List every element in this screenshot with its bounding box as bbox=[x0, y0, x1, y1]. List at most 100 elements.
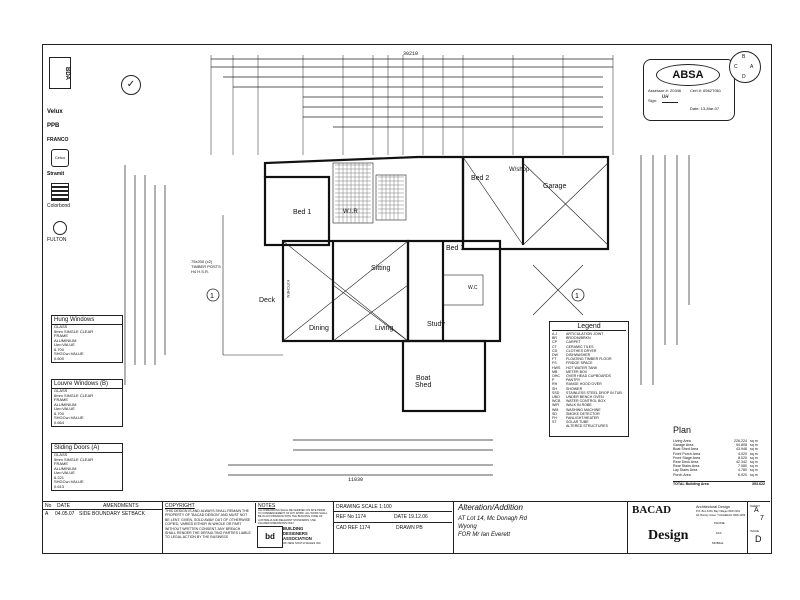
plan-row-label: Front Stage Area bbox=[673, 455, 701, 460]
sliding-doors-line: 5mm SINGLE CLEAR bbox=[54, 456, 94, 462]
legend-code: FS bbox=[552, 361, 557, 366]
legend-desc: SMOKE DETECTOR bbox=[566, 411, 600, 416]
velux-logo: Velux bbox=[47, 109, 63, 115]
legend-row: UBO UNDER BENCH OVEN bbox=[552, 395, 626, 399]
plan-row-value: 42.342 bbox=[736, 460, 747, 465]
fulton-icon bbox=[53, 221, 67, 235]
project-town: Wyong bbox=[458, 524, 477, 530]
hung-windows-table: Hung Windows GLASS 5mm SINGLE CLEAR FRAM… bbox=[51, 315, 123, 363]
legend-desc: STAINLESS STEEL DROP IN TUB bbox=[566, 390, 622, 395]
plan-row-unit: sq m bbox=[750, 451, 758, 456]
issue-label: ISSUE bbox=[750, 529, 760, 533]
sliding-doors-line: 0.613 bbox=[54, 483, 65, 489]
legend-code: BR bbox=[552, 336, 557, 341]
bca-letter-d: D bbox=[742, 74, 746, 80]
louvre-windows-line: SHGCw=VALUE bbox=[54, 415, 84, 420]
bdaa-line2: DESIGNERS bbox=[283, 531, 308, 536]
plan-row-label: Rear Deck Area bbox=[673, 460, 699, 465]
legend-code: SH bbox=[552, 386, 557, 391]
sliding-doors-line: Uw=VALUE bbox=[54, 470, 75, 475]
company-name-1: BACAD bbox=[632, 504, 672, 516]
title-block: No DATE AMENDMENTS A 04.05.07 SIDE BOUND… bbox=[43, 501, 770, 553]
project-for: FOR Mr Ian Everett bbox=[458, 532, 511, 538]
notes-text: ALL DIMENSIONS SHALL BE VERIFIED ON SITE… bbox=[258, 509, 328, 525]
plan-row-unit: sq m bbox=[750, 447, 758, 452]
overall-width-dimension: 30210 bbox=[403, 51, 419, 57]
drawing-drawn: DRAWN PB bbox=[396, 525, 423, 531]
legend-desc: WALK IN ROBE bbox=[566, 403, 592, 408]
sheet-block: SHEET A 7 ISSUE D bbox=[747, 502, 771, 553]
bca-letter-c: C bbox=[734, 64, 738, 70]
company-fax-label: FAX bbox=[716, 531, 722, 535]
company-address-2: 4/1 Boorey Close, TUGGERAH NSW 2259 bbox=[696, 514, 746, 517]
legend-desc: HOT WATER TANK bbox=[566, 365, 598, 370]
plan-row-value: 4.020 bbox=[738, 451, 747, 456]
bda-logo: BDA bbox=[49, 57, 71, 89]
drawing-scale: DRAWING SCALE 1:100 bbox=[336, 504, 392, 510]
room-living: Living bbox=[375, 325, 394, 332]
legend-desc: ARTICULATION JOINT bbox=[566, 332, 604, 336]
check-seal-icon: ✓ bbox=[121, 75, 141, 95]
room-wir: W.I.R bbox=[343, 209, 358, 215]
amendment-text: SIDE BOUNDARY SETBACK bbox=[79, 511, 145, 517]
legend-desc: FRIDGE SPACE bbox=[566, 361, 593, 366]
company-name-2: Design bbox=[648, 528, 689, 543]
absa-sign: Sign: bbox=[648, 98, 658, 103]
legend-code: P bbox=[552, 378, 555, 383]
legend-desc: WATER CONTROL BOX bbox=[566, 399, 606, 404]
louvre-windows-line: 6.700 bbox=[54, 410, 65, 416]
plan-total-value: 393.622 bbox=[752, 481, 765, 486]
plan-total: TOTAL Building Area 393.622 bbox=[673, 480, 765, 486]
legend-code: SSD bbox=[552, 390, 560, 395]
louvre-windows-line: 0.664 bbox=[54, 419, 65, 425]
plan-row-value: 8.020 bbox=[738, 455, 747, 460]
sheet-number: A bbox=[754, 507, 759, 514]
amendment-date: 04.05.07 bbox=[55, 511, 75, 517]
plan-row-value: 4.780 bbox=[738, 468, 747, 473]
plan-total-label: TOTAL Building Area bbox=[673, 481, 709, 486]
issue-letter: D bbox=[755, 534, 762, 544]
details-rule-1 bbox=[334, 511, 452, 512]
ppb-logo: PPB bbox=[47, 123, 60, 129]
lower-width-dimension: 11030 bbox=[348, 477, 364, 483]
copyright-title: COPYRIGHT bbox=[165, 503, 195, 509]
louvre-windows-line: GLASS bbox=[54, 388, 68, 393]
plan-row-unit: sq m bbox=[750, 455, 758, 460]
absa-stamp: ABSA Assessor #: 20346 Cert #: 6562T061 … bbox=[643, 59, 735, 121]
plan-row-label: Rear Stairs Area bbox=[673, 464, 700, 469]
room-deck: Deck bbox=[259, 297, 275, 304]
absa-assessor: Assessor #: 20346 bbox=[648, 88, 682, 93]
drawing-date: DATE 19.12.06 bbox=[394, 514, 428, 520]
legend-code: UBO bbox=[552, 395, 560, 400]
plan-row-label: Boat Shed Area bbox=[673, 447, 699, 452]
legend-title: Legend bbox=[552, 323, 626, 331]
room-garage: Garage bbox=[543, 183, 567, 190]
amendments-header-no: No bbox=[45, 503, 52, 509]
plan-row-unit: sq m bbox=[750, 460, 758, 465]
drawing-sheet: BDA Velux PPB FRANCO Cetco Stramit Color… bbox=[42, 44, 772, 554]
room-wc: W.C bbox=[468, 285, 478, 291]
legend-desc: UNDER BENCH OVEN bbox=[566, 395, 604, 400]
room-bed-2: Bed 2 bbox=[471, 175, 490, 182]
absa-signature-icon: ʋʜ bbox=[662, 94, 678, 103]
hung-windows-line: 5mm SINGLE CLEAR bbox=[54, 328, 94, 334]
sliding-doors-line: SHGCw=VALUE bbox=[54, 479, 84, 484]
legend-desc: OVER HEAD CUPBOARDS bbox=[566, 374, 611, 379]
legend-code: RH bbox=[552, 382, 558, 387]
plan-row-unit: sq m bbox=[750, 464, 758, 469]
